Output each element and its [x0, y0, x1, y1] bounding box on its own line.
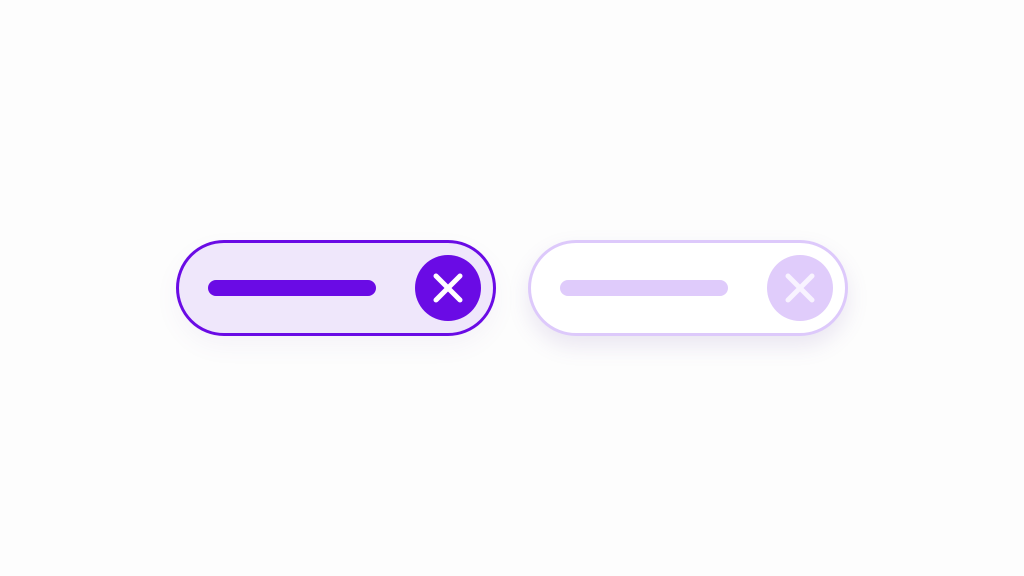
close-icon — [433, 273, 463, 303]
chip-label-placeholder — [208, 280, 376, 296]
chip-label-placeholder — [560, 280, 728, 296]
close-icon — [785, 273, 815, 303]
chip-active[interactable] — [176, 240, 496, 336]
chip-disabled — [528, 240, 848, 336]
chip-remove-button-disabled — [767, 255, 833, 321]
chip-remove-button[interactable] — [415, 255, 481, 321]
